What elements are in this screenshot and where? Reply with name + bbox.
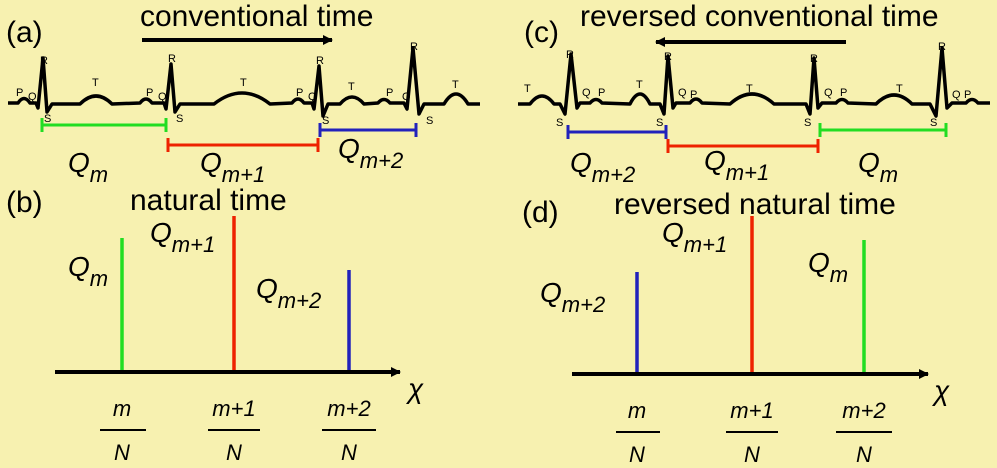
label-q-m: Qm: [858, 147, 898, 187]
wave-label-p: P: [146, 87, 153, 99]
label-q-m2: Qm+2: [338, 133, 403, 173]
wave-label-t: T: [896, 83, 903, 95]
svg-text:N: N: [629, 442, 645, 467]
wave-label-q: Q: [158, 91, 167, 103]
wave-label-p: P: [16, 87, 23, 99]
wave-label-t: T: [348, 81, 355, 93]
tick-fraction-m1: m+1 N: [208, 396, 260, 465]
wave-label-t: T: [746, 83, 753, 95]
panel-d-tag: (d): [522, 196, 559, 229]
interval-bracket-qm1: [166, 138, 320, 152]
wave-label-p: P: [386, 87, 393, 99]
interval-bracket-qm2: [566, 125, 668, 139]
svg-text:N: N: [114, 440, 130, 465]
axis-label-chi: χ: [405, 373, 424, 404]
svg-text:N: N: [856, 442, 872, 467]
wave-label-q: Q: [952, 89, 961, 101]
wave-label-q: Q: [582, 87, 591, 99]
wave-label-p: P: [964, 89, 971, 101]
wave-label-r: R: [168, 53, 176, 65]
wave-label-r: R: [316, 55, 324, 67]
wave-label-t: T: [240, 77, 247, 89]
svg-text:N: N: [341, 440, 357, 465]
label-q-m1: Qm+1: [150, 217, 215, 257]
wave-label-q: Q: [28, 91, 37, 103]
wave-label-s: S: [426, 115, 433, 127]
panel-d-title: reversed natural time: [614, 188, 896, 221]
tick-fraction-m: m N: [100, 396, 146, 465]
wave-label-s: S: [656, 117, 663, 129]
svg-text:m: m: [113, 396, 131, 421]
label-q-m: Qm: [808, 247, 848, 287]
tick-fraction-m2: m+2 N: [322, 396, 376, 465]
wave-label-s: S: [44, 113, 51, 125]
wave-label-r: R: [40, 55, 48, 67]
panel-b-title: natural time: [130, 184, 287, 217]
wave-label-q: Q: [678, 87, 687, 99]
svg-text:N: N: [226, 440, 242, 465]
wave-label-r: R: [664, 51, 672, 63]
tick-fraction-m1: m+1 N: [726, 398, 778, 467]
wave-label-p: P: [598, 87, 605, 99]
panel-c-tag: (c): [524, 16, 559, 49]
interval-bracket-qm1: [666, 139, 820, 153]
wave-label-p: P: [840, 87, 847, 99]
interval-bracket-qm: [40, 118, 168, 132]
label-q-m1: Qm+1: [662, 217, 727, 257]
label-q-m2: Qm+2: [540, 277, 605, 317]
label-q-m: Qm: [68, 251, 108, 291]
label-q-m1: Qm+1: [200, 147, 265, 187]
panel-c-title: reversed conventional time: [580, 0, 939, 33]
interval-bracket-qm2: [318, 123, 418, 137]
wave-label-t: T: [92, 77, 99, 89]
wave-label-q: Q: [824, 87, 833, 99]
svg-text:m+1: m+1: [212, 396, 255, 421]
label-q-m: Qm: [68, 147, 108, 187]
ecg-trace-reversed: [518, 46, 990, 118]
wave-label-t: T: [636, 79, 643, 91]
wave-label-q: Q: [308, 91, 317, 103]
wave-label-s: S: [176, 113, 183, 125]
wave-label-r: R: [938, 41, 946, 53]
svg-text:m+1: m+1: [730, 398, 773, 423]
wave-label-s: S: [322, 115, 329, 127]
tick-fraction-m2: m+2 N: [836, 398, 892, 467]
svg-text:m+2: m+2: [327, 396, 370, 421]
label-q-m2: Qm+2: [256, 273, 321, 313]
svg-text:N: N: [744, 442, 760, 467]
svg-text:m+2: m+2: [842, 398, 885, 423]
wave-label-s: S: [804, 117, 811, 129]
wave-label-t: T: [452, 79, 459, 91]
label-q-m2: Qm+2: [570, 147, 635, 187]
wave-label-q: Q: [402, 91, 411, 103]
label-q-m1: Qm+1: [704, 145, 769, 185]
wave-label-t: T: [524, 83, 531, 95]
wave-label-r: R: [410, 41, 418, 53]
wave-label-r: R: [566, 49, 574, 61]
panel-a-tag: (a): [6, 16, 43, 49]
ecg-trace-forward: [8, 46, 480, 118]
svg-text:m: m: [628, 398, 646, 423]
wave-label-s: S: [930, 117, 937, 129]
wave-label-r: R: [810, 53, 818, 65]
panel-a-title: conventional time: [140, 0, 373, 33]
axis-label-chi: χ: [931, 375, 950, 406]
panel-b-tag: (b): [6, 186, 43, 219]
wave-label-p: P: [690, 89, 697, 101]
wave-label-p: P: [296, 87, 303, 99]
tick-fraction-m: m N: [616, 398, 660, 467]
interval-bracket-qm: [818, 123, 948, 137]
wave-label-s: S: [556, 117, 563, 129]
